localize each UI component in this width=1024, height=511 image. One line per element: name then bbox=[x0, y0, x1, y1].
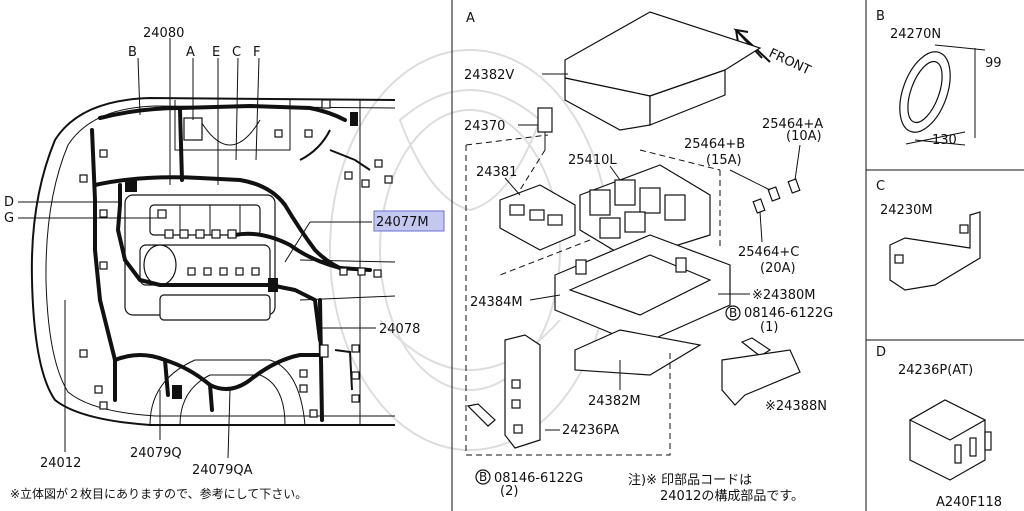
callout-F: F bbox=[253, 45, 260, 60]
callout-25410L: 25410L bbox=[568, 153, 617, 168]
callout-bolt-top: 08146-6122G bbox=[744, 306, 833, 321]
callout-24080: 24080 bbox=[143, 26, 184, 41]
main-fuse-box-24380M bbox=[554, 234, 731, 346]
relay-24370 bbox=[537, 107, 553, 150]
callout-25464B: 25464+B bbox=[684, 137, 745, 152]
callout-25464A-amp: (10A) bbox=[786, 129, 822, 144]
part-24230M: 24230M bbox=[880, 203, 933, 218]
callout-E: E bbox=[212, 45, 220, 60]
section-label-C: C bbox=[876, 179, 885, 194]
callout-24078: 24078 bbox=[379, 322, 420, 337]
front-label: FRONT bbox=[766, 46, 813, 78]
callout-24077M[interactable]: 24077M bbox=[376, 215, 429, 230]
engine-block bbox=[124, 194, 276, 321]
callout-25464A: 25464+A bbox=[762, 117, 823, 132]
callout-bolt-bottom: 08146-6122G bbox=[494, 471, 583, 486]
assembly-dashed-lines bbox=[465, 134, 721, 456]
vehicle-body bbox=[30, 96, 396, 426]
dim-99: 99 bbox=[985, 56, 1002, 71]
note-line-1: 注)※ 印部品コードは bbox=[628, 473, 752, 488]
left-leader-lines bbox=[18, 38, 376, 459]
fuse-relay-block-25410L bbox=[579, 164, 711, 261]
section-label-D: D bbox=[876, 345, 886, 360]
bracket-24230M bbox=[889, 211, 981, 291]
bolt-top: B bbox=[725, 305, 772, 357]
part-24270N: 24270N bbox=[890, 27, 941, 42]
callout-24079QA: 24079QA bbox=[192, 463, 253, 478]
callout-G: G bbox=[4, 211, 14, 226]
figure-id: A240F118 bbox=[936, 495, 1002, 510]
note-line-2: 24012の構成部品です。 bbox=[660, 489, 804, 504]
connectors bbox=[79, 99, 393, 418]
callout-bolt-top-qty: (1) bbox=[760, 320, 778, 335]
section-label-A: A bbox=[466, 11, 475, 26]
callout-24380M: ※24380M bbox=[752, 288, 815, 303]
callout-24236PA: 24236PA bbox=[562, 423, 619, 438]
bolt-marker-top: B bbox=[729, 306, 737, 320]
callout-B: B bbox=[128, 45, 137, 60]
bracket-24388N bbox=[721, 349, 801, 406]
bolt-bottom-part bbox=[466, 403, 496, 427]
callout-24077M-highlight[interactable] bbox=[373, 210, 445, 232]
callout-C: C bbox=[232, 45, 241, 60]
callout-24370: 24370 bbox=[464, 119, 505, 134]
callout-24079Q: 24079Q bbox=[130, 446, 182, 461]
part-24236P-AT: 24236P(AT) bbox=[898, 363, 973, 378]
harness-wires bbox=[90, 104, 372, 422]
callout-bolt-bottom-qty: (2) bbox=[500, 484, 518, 499]
callout-24384M: 24384M bbox=[470, 295, 523, 310]
callout-24012: 24012 bbox=[40, 456, 81, 471]
dim-130: 130 bbox=[932, 133, 957, 148]
grommet-24270N bbox=[899, 44, 986, 146]
callout-25464B-amp: (15A) bbox=[706, 153, 742, 168]
section-label-B: B bbox=[876, 9, 885, 24]
callout-24382M: 24382M bbox=[588, 394, 641, 409]
relay-24236P bbox=[908, 399, 992, 481]
callout-24388N: ※24388N bbox=[765, 399, 827, 414]
bolt-bottom-marker: B bbox=[475, 469, 491, 485]
callout-25464C-amp: (20A) bbox=[760, 261, 796, 276]
fuse-block-24381 bbox=[499, 184, 576, 251]
callout-24382V: 24382V bbox=[464, 68, 514, 83]
watermark bbox=[329, 49, 611, 451]
callout-25464C: 25464+C bbox=[738, 245, 799, 260]
callout-A: A bbox=[186, 45, 195, 60]
bracket-24236PA bbox=[504, 334, 541, 449]
panel-dividers bbox=[451, 0, 1024, 511]
callout-24381: 24381 bbox=[476, 165, 517, 180]
fuses bbox=[752, 178, 801, 214]
svg-text:B: B bbox=[479, 470, 487, 484]
callout-D: D bbox=[4, 195, 14, 210]
bracket-24382M bbox=[574, 329, 702, 376]
footnote-reference: ※立体図が２枚目にありますので、参考にして下さい。 bbox=[10, 486, 307, 501]
fuse-box-cover bbox=[564, 11, 762, 131]
